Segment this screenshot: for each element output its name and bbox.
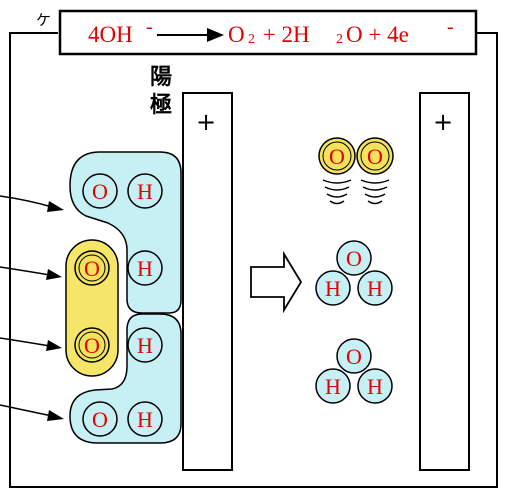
circuit-wire xyxy=(9,32,498,488)
atom-o: O xyxy=(346,246,362,271)
electrode-label-2: 極 xyxy=(150,92,172,118)
electrode-label-1: 陽 xyxy=(150,65,172,90)
atom-h: H xyxy=(137,179,153,204)
incoming-arrows xyxy=(0,195,64,421)
atom-o: O xyxy=(329,144,345,169)
hydroxide-4: O H xyxy=(82,401,163,437)
equation-oxygen: O xyxy=(228,22,245,47)
water-molecule-1: O H H xyxy=(315,240,393,306)
equation-charge: - xyxy=(146,16,153,38)
atom-h: H xyxy=(137,256,153,281)
equation-plus-water: + 2H xyxy=(257,22,310,47)
equation-electron-charge: - xyxy=(447,16,454,38)
atom-o: O xyxy=(84,333,100,358)
atom-o: O xyxy=(84,256,100,281)
anode-right-sign: + xyxy=(433,108,453,136)
atom-h: H xyxy=(367,276,383,301)
atom-o: O xyxy=(92,179,108,204)
equation-box xyxy=(58,9,478,56)
equation-sub-2: 2 xyxy=(248,32,255,47)
hydroxide-3: O H xyxy=(74,327,163,363)
corner-label: ケ xyxy=(36,11,51,29)
arrow-icon xyxy=(0,404,64,421)
hydroxide-2: O H xyxy=(74,250,163,286)
equation-sub-water: 2 xyxy=(336,32,343,47)
block-arrow-right-icon xyxy=(250,250,303,314)
wavy-lines-icon xyxy=(322,179,390,205)
atom-h: H xyxy=(137,407,153,432)
oxygen-molecule: O O xyxy=(318,137,394,175)
anode-left xyxy=(182,92,233,471)
atom-h: H xyxy=(137,333,153,358)
anode-right xyxy=(419,92,470,471)
hydroxide-1: O H xyxy=(82,173,163,209)
arrow-icon xyxy=(0,195,64,212)
atom-h: H xyxy=(367,374,383,399)
atom-o: O xyxy=(92,407,108,432)
atom-o: O xyxy=(367,144,383,169)
arrow-icon xyxy=(0,337,62,351)
arrow-icon xyxy=(0,266,62,280)
arrow-right-icon xyxy=(157,28,224,42)
anode-left-sign: + xyxy=(196,108,216,136)
equation-reactant: 4OH xyxy=(88,22,133,47)
equation: 4OH - O 2 + 2H 2 O + 4e - xyxy=(88,16,454,47)
atom-o: O xyxy=(346,344,362,369)
water-molecule-2: O H H xyxy=(315,338,393,404)
equation-electrons: O + 4e xyxy=(346,22,409,47)
atom-h: H xyxy=(325,276,341,301)
atom-h: H xyxy=(325,374,341,399)
